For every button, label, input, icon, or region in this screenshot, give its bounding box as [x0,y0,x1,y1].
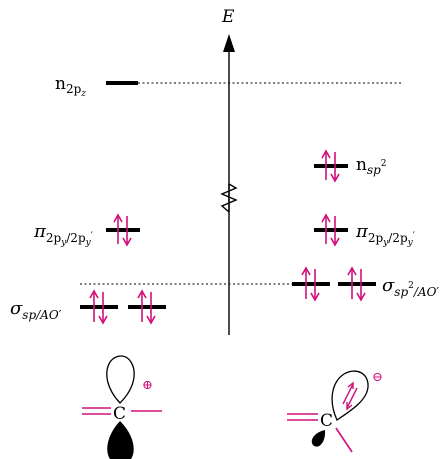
left-n-sub: 2p [66,82,82,96]
energy-axis: E [220,7,238,335]
right-sigma-main: σ [382,275,395,296]
left-sigma-level: σsp/AO′ [10,289,166,325]
filled-p-lobe-icon [107,421,134,459]
svg-text:π2py/2py′: π2py/2py′ [33,221,94,248]
left-charge-icon: ⊕ [142,378,153,393]
right-n-level: nsp2 [314,149,387,183]
right-carbon-atom: C [320,411,333,431]
electron-pair-arrows-icon [89,289,108,325]
left-carbene-structure: ⊕ C [82,355,162,459]
axis-label-e: E [221,7,235,27]
left-pi-main: π [33,221,47,242]
left-bonds [82,407,162,415]
svg-text:nsp2: nsp2 [356,155,387,177]
right-carbene-structure: ⊖ C [287,370,383,453]
electron-pair-arrows-icon [347,266,366,302]
svg-text:σsp/AO′: σsp/AO′ [10,298,62,322]
electron-pair-arrows-icon [301,266,320,302]
right-n-main: n [356,155,367,175]
left-pi-level: π2py/2py′ [33,213,140,248]
electron-pair-arrows-icon [113,213,132,247]
svg-text:σsp2/AO′: σsp2/AO′ [382,275,439,299]
right-pi-level: π2py/2py′ [314,213,416,248]
left-n-subsub: z [80,89,86,99]
left-n-level: n2pz [55,74,138,99]
empty-p-lobe-icon [106,355,135,404]
electron-pair-arrows-icon [321,149,340,183]
electron-pair-arrows-icon [321,213,340,247]
right-sigma-level: σsp2/AO′ [292,266,439,302]
electron-pair-arrows-icon [342,381,358,411]
left-n-main: n [55,74,66,94]
left-carbon-atom: C [113,404,126,424]
right-pi-main: π [355,221,369,242]
right-bonds [287,413,353,453]
sp2-lobe-icon [331,370,369,421]
zigzag-axis-break-icon [220,183,238,213]
left-sigma-main: σ [10,298,23,319]
arrow-up-icon [223,34,235,52]
svg-text:π2py/2py′: π2py/2py′ [355,221,416,248]
electron-pair-arrows-icon [137,289,156,325]
right-charge-icon: ⊖ [372,370,383,385]
svg-text:n2pz: n2pz [55,74,86,99]
small-p-lobe-icon [311,430,326,447]
